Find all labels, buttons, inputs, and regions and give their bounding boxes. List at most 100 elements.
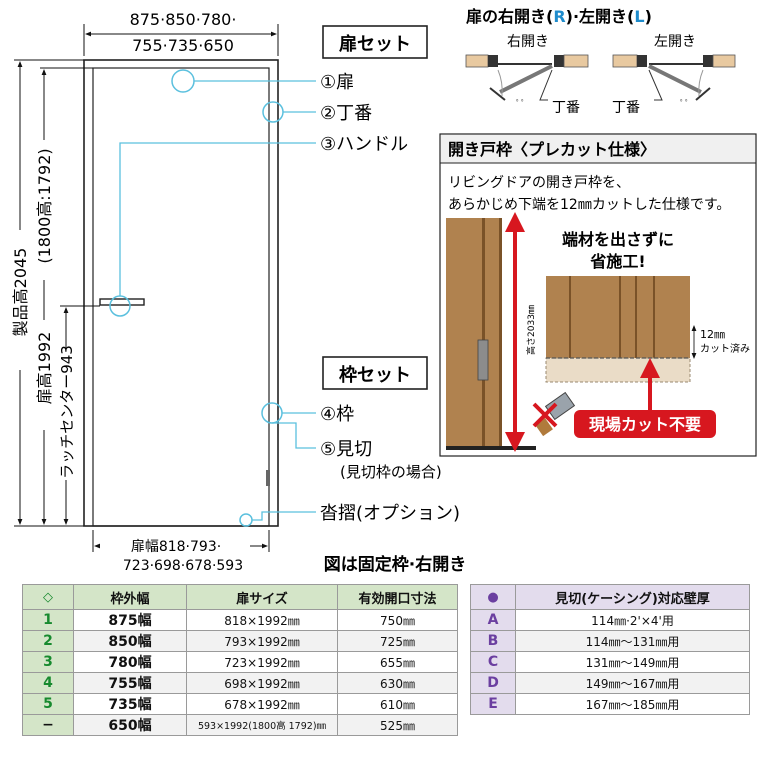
casing-table: ● 見切(ケーシング)対応壁厚 A 114㎜·2'×4'用 B 114㎜〜131…	[470, 584, 750, 715]
precut-desc-line1: リビングドアの開き戸枠を、	[448, 175, 630, 191]
table-row: 4 755幅 698×1992㎜ 630㎜	[22, 672, 458, 694]
no-cut-label: 現場カット不要	[589, 415, 701, 434]
row-door-size: 723×1992㎜	[186, 651, 338, 673]
row-no: 4	[22, 672, 74, 694]
row-opening: 630㎜	[337, 672, 458, 694]
vertical-dimension-labels: 製品高2045 (1800高:1792) 扉高1992 ラッチセンター943	[11, 140, 76, 480]
frame-set-box: 枠セット	[322, 356, 428, 390]
row-opening: 610㎜	[337, 693, 458, 715]
row-opening: 525㎜	[337, 714, 458, 736]
row-no: 1	[22, 609, 74, 631]
latch-center-label: ラッチセンター943	[58, 345, 76, 479]
callout-circle-threshold	[239, 513, 253, 527]
header-door-size: 扉サイズ	[186, 584, 338, 610]
casing-code: D	[470, 672, 516, 694]
no-cut-badge	[574, 410, 716, 438]
precut-panel: 開き戸枠〈プレカット仕様〉 リビングドアの開き戸枠を、 あらかじめ下端を12㎜カ…	[439, 133, 757, 457]
right-open-plan: ﾟﾟ 丁番	[465, 54, 589, 116]
row-no: 2	[22, 630, 74, 652]
header-frame-width: 枠外幅	[73, 584, 187, 610]
footprints-right: ﾟﾟ	[516, 99, 526, 111]
door-elevation	[83, 59, 316, 527]
opening-direction: 扉の右開き(R)·左開き(L) 右開き 左開き ﾟﾟ 丁番	[465, 7, 736, 116]
casing-table-header: ● 見切(ケーシング)対応壁厚	[470, 584, 750, 610]
product-height-label: 製品高2045	[11, 248, 30, 337]
footprints-left: ﾟﾟ	[680, 99, 690, 111]
saw-prohibited-icon	[532, 391, 576, 437]
precut-hinge	[477, 339, 489, 381]
casing-code: B	[470, 630, 516, 652]
door-set-box: 扉セット	[322, 25, 428, 59]
row-door-size: 698×1992㎜	[186, 672, 338, 694]
row-opening: 725㎜	[337, 630, 458, 652]
precut-slogan-line1: 端材を出さずに	[562, 230, 674, 249]
casing-range: 149㎜〜167㎜用	[515, 672, 750, 694]
row-no: 3	[22, 651, 74, 673]
cut-amount: 12㎜	[700, 328, 725, 341]
frame-post	[446, 218, 502, 450]
cut-frame-pieces: 12㎜ カット済み	[545, 276, 750, 383]
size-table-header: ◇ 枠外幅 扉サイズ 有効開口寸法	[22, 584, 458, 610]
casing-range: 131㎜〜149㎜用	[515, 651, 750, 673]
hinge-right-label: 丁番	[552, 100, 580, 116]
callout-circle-frame	[261, 402, 283, 424]
door-width-line2: 723·698·678·593	[123, 558, 243, 574]
callout-circle-hinge	[262, 101, 284, 123]
hinge-left-label: 丁番	[612, 100, 640, 116]
row-opening: 750㎜	[337, 609, 458, 631]
callout-casing: ⑤見切	[320, 439, 372, 460]
row-frame-width: 780幅	[73, 651, 187, 673]
row-frame-width: 850幅	[73, 630, 187, 652]
precut-height-label: 高さ2033㎜	[525, 305, 537, 355]
door-width-dimension: 扉幅818·793· 723·698·678·593	[92, 530, 270, 574]
callout-door: ①扉	[320, 72, 354, 93]
right-open-label: 右開き	[507, 34, 549, 50]
row-door-size: 593×1992(1800高 1792)㎜	[186, 714, 338, 736]
callout-handle: ③ハンドル	[320, 134, 408, 155]
casing-code: C	[470, 651, 516, 673]
latch-plate	[266, 470, 270, 486]
table-row: A 114㎜·2'×4'用	[470, 609, 750, 631]
casing-range: 167㎜〜185㎜用	[515, 693, 750, 715]
door-set-label: 扉セット	[339, 33, 411, 55]
frame-width-dimension: 875·850·780· 755·735·650	[83, 10, 279, 56]
precut-slogan-line2: 省施工!	[589, 252, 645, 271]
handle	[99, 298, 145, 306]
row-door-size: 678×1992㎜	[186, 693, 338, 715]
opening-title: 扉の右開き(R)·左開き(L)	[466, 7, 652, 26]
table-row: E 167㎜〜185㎜用	[470, 693, 750, 715]
table-row: 3 780幅 723×1992㎜ 655㎜	[22, 651, 458, 673]
table-row: 2 850幅 793×1992㎜ 725㎜	[22, 630, 458, 652]
door-width-line1: 扉幅818·793·	[131, 539, 221, 555]
callout-circle-door	[171, 69, 195, 93]
table-row: 1 875幅 818×1992㎜ 750㎜	[22, 609, 458, 631]
header-opening: 有効開口寸法	[337, 584, 458, 610]
row-no: 5	[22, 693, 74, 715]
product-height-alt-label: (1800高:1792)	[35, 148, 54, 263]
table-row: C 131㎜〜149㎜用	[470, 651, 750, 673]
table-row: B 114㎜〜131㎜用	[470, 630, 750, 652]
cut-done: カット済み	[700, 342, 750, 355]
callout-hinge: ②丁番	[320, 103, 372, 124]
row-opening: 655㎜	[337, 651, 458, 673]
door-leaf	[92, 67, 270, 527]
table-row: 5 735幅 678×1992㎜ 610㎜	[22, 693, 458, 715]
figure-caption: 図は固定枠·右開き	[324, 554, 466, 575]
row-no: −	[22, 714, 74, 736]
header-casing-range: 見切(ケーシング)対応壁厚	[515, 584, 750, 610]
door-frame	[83, 59, 279, 527]
callout-frame: ④枠	[320, 404, 354, 425]
size-table: ◇ 枠外幅 扉サイズ 有効開口寸法 1 875幅 818×1992㎜ 750㎜ …	[22, 584, 458, 736]
row-door-size: 818×1992㎜	[186, 609, 338, 631]
row-door-size: 793×1992㎜	[186, 630, 338, 652]
row-frame-width: 755幅	[73, 672, 187, 694]
casing-code: A	[470, 609, 516, 631]
row-frame-width: 650幅	[73, 714, 187, 736]
casing-code: E	[470, 693, 516, 715]
left-open-plan: ﾟﾟ 丁番	[612, 54, 736, 116]
row-frame-width: 875幅	[73, 609, 187, 631]
precut-desc-line2: あらかじめ下端を12㎜カットした仕様です。	[448, 197, 730, 213]
table-row: − 650幅 593×1992(1800高 1792)㎜ 525㎜	[22, 714, 458, 736]
casing-range: 114㎜〜131㎜用	[515, 630, 750, 652]
table-row: D 149㎜〜167㎜用	[470, 672, 750, 694]
